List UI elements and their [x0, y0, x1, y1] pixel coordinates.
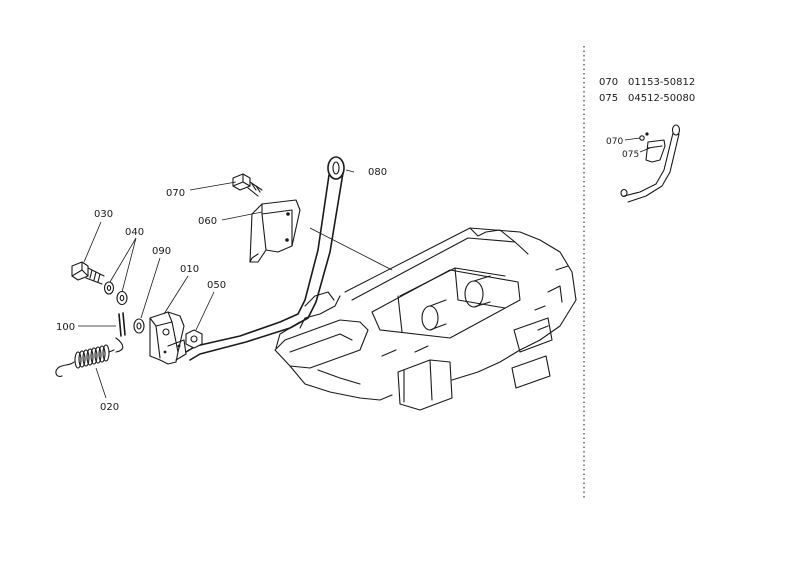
spring-020 — [55, 337, 124, 377]
callout-020: 020 — [100, 402, 119, 413]
washer-090 — [133, 318, 145, 334]
callout-080: 080 — [368, 167, 387, 178]
parts-list-partno-2: 04512-50080 — [628, 93, 695, 104]
callout-100: 100 — [56, 322, 75, 333]
callout-030: 030 — [94, 209, 113, 220]
callout-040: 040 — [125, 227, 144, 238]
parts-list-ref-1: 070 — [599, 77, 618, 88]
lever-010 — [149, 311, 187, 365]
assembly-reference-line — [309, 227, 393, 271]
callout-060: 060 — [198, 216, 217, 227]
bolt-030 — [71, 261, 105, 285]
transmission-housing — [274, 227, 577, 411]
washers-040 — [103, 281, 128, 306]
parts-list-ref-2: 075 — [599, 93, 618, 104]
inset-callout-075: 075 — [622, 150, 639, 160]
callout-090: 090 — [152, 246, 171, 257]
callout-050: 050 — [207, 280, 226, 291]
callout-010: 010 — [180, 264, 199, 275]
bracket-060 — [249, 199, 301, 263]
callout-labels: 080 070 060 030 040 090 010 050 100 020 — [56, 167, 387, 413]
callout-070: 070 — [166, 188, 185, 199]
pin-100 — [118, 312, 126, 337]
leader-lines — [78, 169, 355, 399]
pedal-rod-080 — [185, 156, 345, 361]
parts-list: 070 01153-50812 075 04512-50080 — [599, 77, 695, 104]
inset-callout-070: 070 — [606, 137, 623, 147]
nut-050 — [185, 329, 203, 349]
bolt-070 — [232, 173, 263, 197]
inset-variant-diagram: 070 075 — [606, 124, 681, 203]
parts-list-partno-1: 01153-50812 — [628, 77, 695, 88]
